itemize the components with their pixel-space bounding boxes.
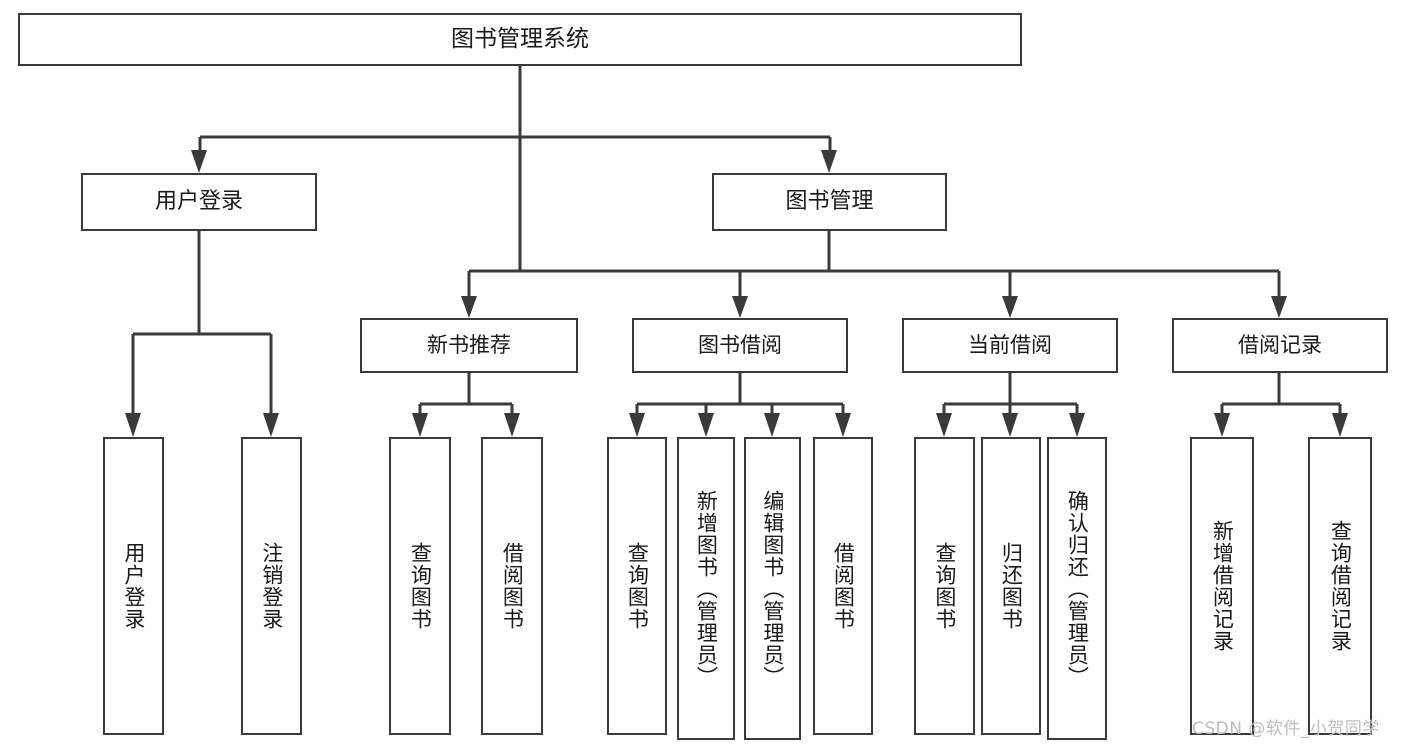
csdn-watermark: CSDN @软件_小贺同学 [1192,719,1380,739]
node-label: 新书推荐 [427,333,511,358]
node-user-login[interactable]: 用户登录 [81,173,317,231]
node-label: 借阅图书 [831,542,856,630]
node-label: 借阅记录 [1238,333,1322,358]
node-label: 确认归还（管理员） [1065,489,1090,688]
node-label: 查询图书 [408,542,433,630]
leaf-user-login-login[interactable]: 用户登录 [103,437,164,735]
leaf-new-book-borrow-book[interactable]: 借阅图书 [481,437,543,735]
node-label: 查询借阅记录 [1328,520,1353,652]
leaf-user-login-logout[interactable]: 注销登录 [241,437,302,735]
node-label: 图书管理 [785,189,874,215]
leaf-current-borrow-return-book[interactable]: 归还图书 [981,437,1041,735]
node-label: 新增图书（管理员） [694,489,719,688]
node-label: 用户登录 [154,189,243,215]
leaf-book-borrow-edit-book-admin[interactable]: 编辑图书（管理员） [744,437,801,740]
leaf-book-borrow-add-book-admin[interactable]: 新增图书（管理员） [677,437,735,740]
node-label: 用户登录 [121,542,146,630]
node-label: 当前借阅 [968,333,1052,358]
leaf-borrow-record-query-record[interactable]: 查询借阅记录 [1308,437,1372,735]
node-book-borrow[interactable]: 图书借阅 [632,318,848,373]
leaf-current-borrow-query-book[interactable]: 查询图书 [914,437,975,735]
leaf-borrow-record-add-record[interactable]: 新增借阅记录 [1190,437,1254,735]
leaf-new-book-query-book[interactable]: 查询图书 [389,437,451,735]
leaf-current-borrow-confirm-return-admin[interactable]: 确认归还（管理员） [1047,437,1107,740]
leaf-book-borrow-borrow-book[interactable]: 借阅图书 [813,437,873,735]
node-label: 图书管理系统 [451,25,589,52]
node-label: 归还图书 [999,542,1024,630]
node-borrow-record[interactable]: 借阅记录 [1172,318,1388,373]
node-current-borrow[interactable]: 当前借阅 [902,318,1118,373]
node-label: 借阅图书 [500,542,525,630]
node-label: 查询图书 [625,542,650,630]
node-label: 查询图书 [932,542,957,630]
node-new-book-recommend[interactable]: 新书推荐 [360,318,578,373]
node-label: 注销登录 [259,542,284,630]
leaf-book-borrow-query-book[interactable]: 查询图书 [607,437,667,735]
node-label: 新增借阅记录 [1210,520,1235,652]
node-label: 图书借阅 [698,333,782,358]
node-label: 编辑图书（管理员） [760,489,785,688]
node-root-book-management-system[interactable]: 图书管理系统 [18,13,1022,66]
node-book-management[interactable]: 图书管理 [712,173,947,231]
